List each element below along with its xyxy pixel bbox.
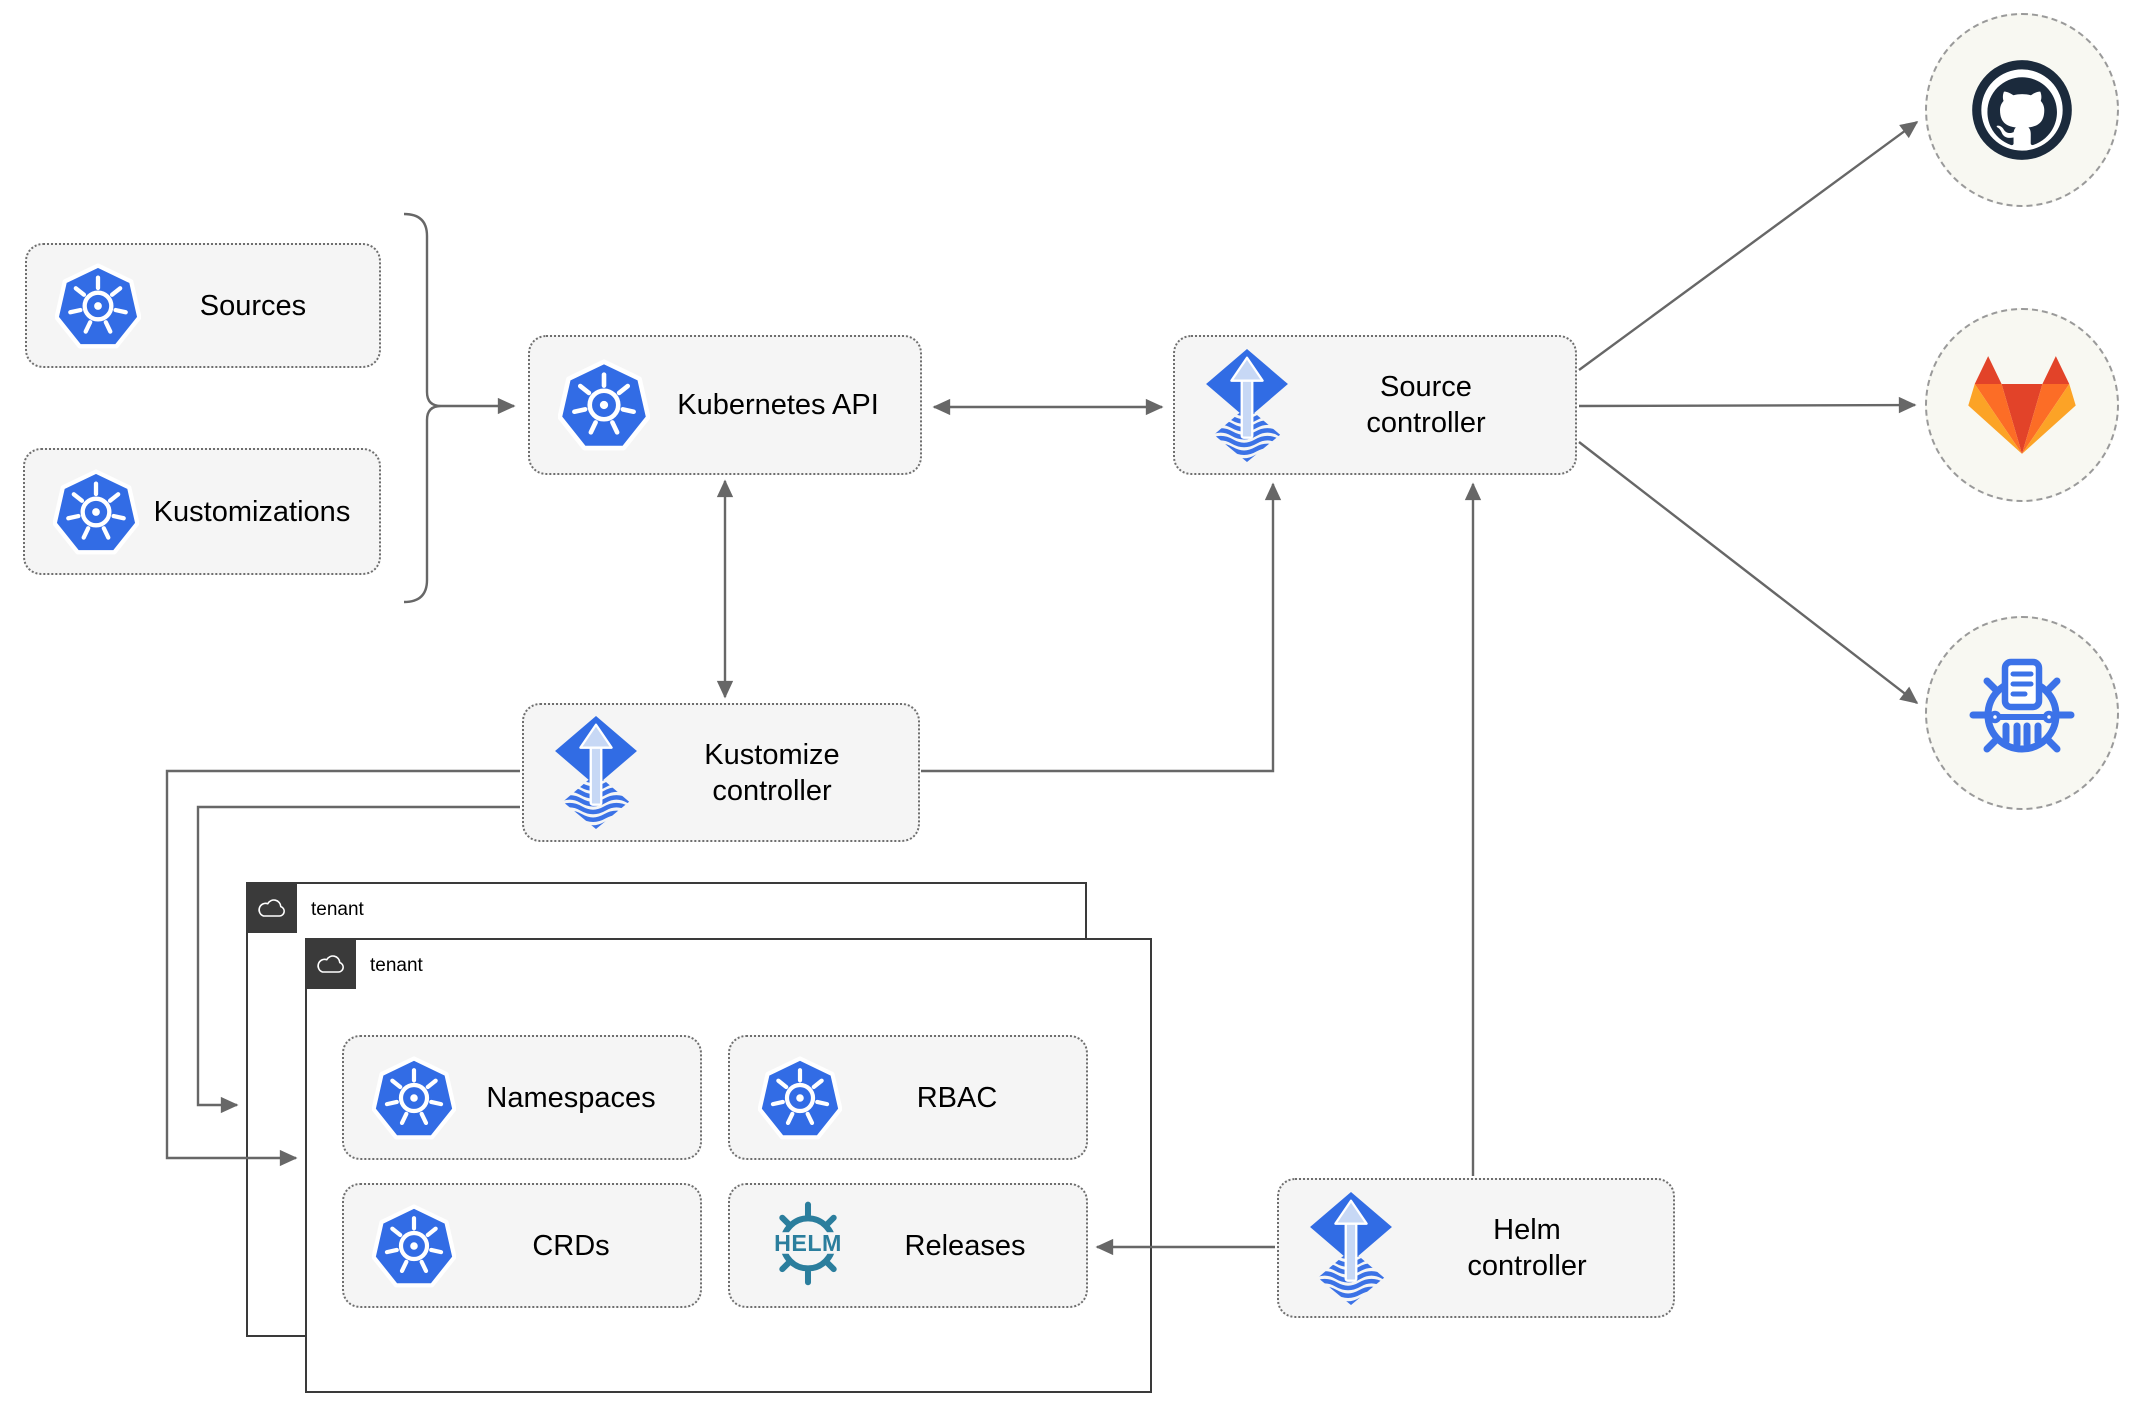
edge-source-controller-to-gitlab (1578, 396, 1917, 414)
endpoint-chart-repository (1925, 616, 2119, 810)
edge-source-controller-to-github (1578, 121, 1919, 371)
cloud-icon (256, 896, 288, 920)
label-line1: Source (1380, 371, 1472, 403)
node-releases-label: Releases (904, 1229, 1026, 1262)
github-icon (1961, 49, 2083, 171)
node-rbac: RBAC (728, 1035, 1088, 1160)
node-namespaces: Namespaces (342, 1035, 702, 1160)
gitlab-icon (1968, 355, 2076, 456)
endpoint-gitlab (1925, 308, 2119, 502)
kubernetes-icon (372, 1204, 456, 1288)
kubernetes-icon (53, 469, 139, 555)
label-line2: controller (712, 774, 832, 807)
node-sources: Sources (25, 243, 381, 368)
kubernetes-icon (558, 359, 650, 451)
node-crds-label: CRDs (532, 1229, 610, 1262)
kubernetes-icon (372, 1056, 456, 1140)
cloud-icon (315, 952, 347, 976)
endpoint-github (1925, 13, 2119, 207)
label-line2: controller (1467, 1250, 1587, 1282)
node-kustomizations-label: Kustomizations (153, 495, 351, 528)
chart-repository-icon (1964, 655, 2080, 771)
edge-brace-sources-kustomizations (403, 212, 442, 604)
tenant-front-label: tenant (370, 955, 423, 976)
edge-kustomize-controller-to-source-controller (921, 482, 1282, 773)
node-kubernetes-api-label: Kubernetes API (677, 389, 879, 421)
edge-source-controller-to-chart-repository (1578, 441, 1919, 704)
node-kustomizations: Kustomizations (23, 448, 381, 575)
label-line1: Kustomize (704, 738, 840, 771)
node-kubernetes-api: Kubernetes API (528, 335, 922, 475)
kubernetes-icon (55, 263, 141, 349)
node-releases: Releases (728, 1183, 1088, 1308)
label-line2: controller (1366, 407, 1486, 439)
node-crds: CRDs (342, 1183, 702, 1308)
kubernetes-icon (758, 1056, 842, 1140)
flux-icon (1203, 348, 1291, 463)
node-sources-label: Sources (199, 289, 307, 322)
label-line1: Helm (1493, 1214, 1561, 1246)
flux-icon (552, 715, 640, 830)
node-rbac-label: RBAC (916, 1081, 998, 1114)
node-source-controller-label: Source controller (1291, 369, 1575, 441)
tenant-box-front: tenant (305, 938, 1152, 1393)
tenant-back-tab (246, 882, 297, 933)
helm-icon (758, 1201, 858, 1291)
node-helm-controller-label: Helm controller (1395, 1212, 1673, 1284)
tenant-front-tab (305, 938, 356, 989)
flux-icon (1307, 1191, 1395, 1306)
node-source-controller: Source controller (1173, 335, 1577, 475)
node-helm-controller: Helm controller (1277, 1178, 1675, 1318)
tenant-back-label: tenant (311, 899, 364, 920)
node-namespaces-label: Namespaces (486, 1081, 656, 1114)
